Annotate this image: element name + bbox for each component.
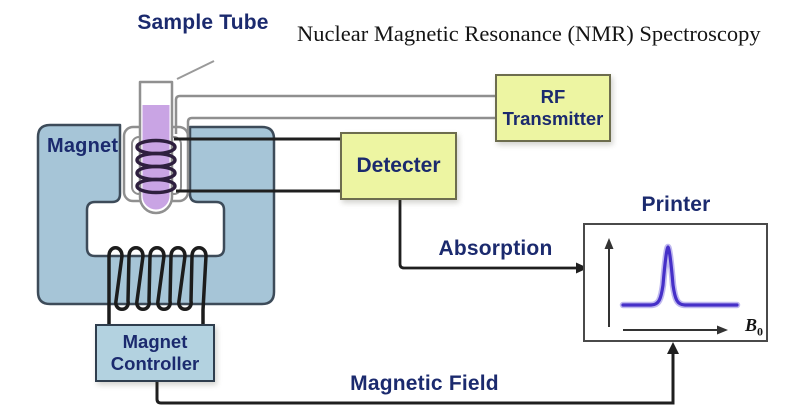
rf-coil: [135, 138, 177, 195]
magnetic-field-wire: [155, 342, 679, 405]
printer-label: Printer: [641, 193, 711, 216]
b0-subscript: 0: [757, 325, 763, 339]
absorption-arrow: [398, 200, 588, 274]
magnet-controller-label-line2: Controller: [110, 353, 200, 374]
detecter-label: Detecter: [356, 154, 441, 177]
spectrum-graph: [604, 238, 741, 335]
magnet-label: Magnet: [47, 135, 119, 157]
magnet-controller-box: Magnet Controller: [95, 324, 215, 382]
b0-letter: B: [744, 315, 757, 336]
rf-transmitter-label-line1: RF: [540, 86, 566, 107]
detector-wires: [174, 137, 342, 193]
sweep-coil: [107, 246, 208, 327]
magnet-controller-label-line1: Magnet: [122, 331, 188, 352]
absorption-label: Absorption: [438, 237, 553, 260]
sample-tube-label: Sample Tube: [137, 11, 269, 34]
printer-output-box: B0: [583, 223, 768, 342]
rf-wires: [174, 94, 497, 139]
b0-axis-label: B0: [745, 315, 763, 340]
pointer-line: [176, 60, 215, 80]
magnetic-field-label: Magnetic Field: [350, 372, 499, 395]
magnet-shape: [36, 123, 276, 306]
graph-axes: [604, 238, 728, 335]
rf-transmitter-box: RF Transmitter: [495, 74, 611, 142]
detecter-box: Detecter: [340, 132, 457, 200]
rf-transmitter-label-line2: Transmitter: [502, 108, 604, 129]
diagram-title: Nuclear Magnetic Resonance (NMR) Spectro…: [297, 21, 761, 46]
peak-curve: [619, 243, 741, 309]
